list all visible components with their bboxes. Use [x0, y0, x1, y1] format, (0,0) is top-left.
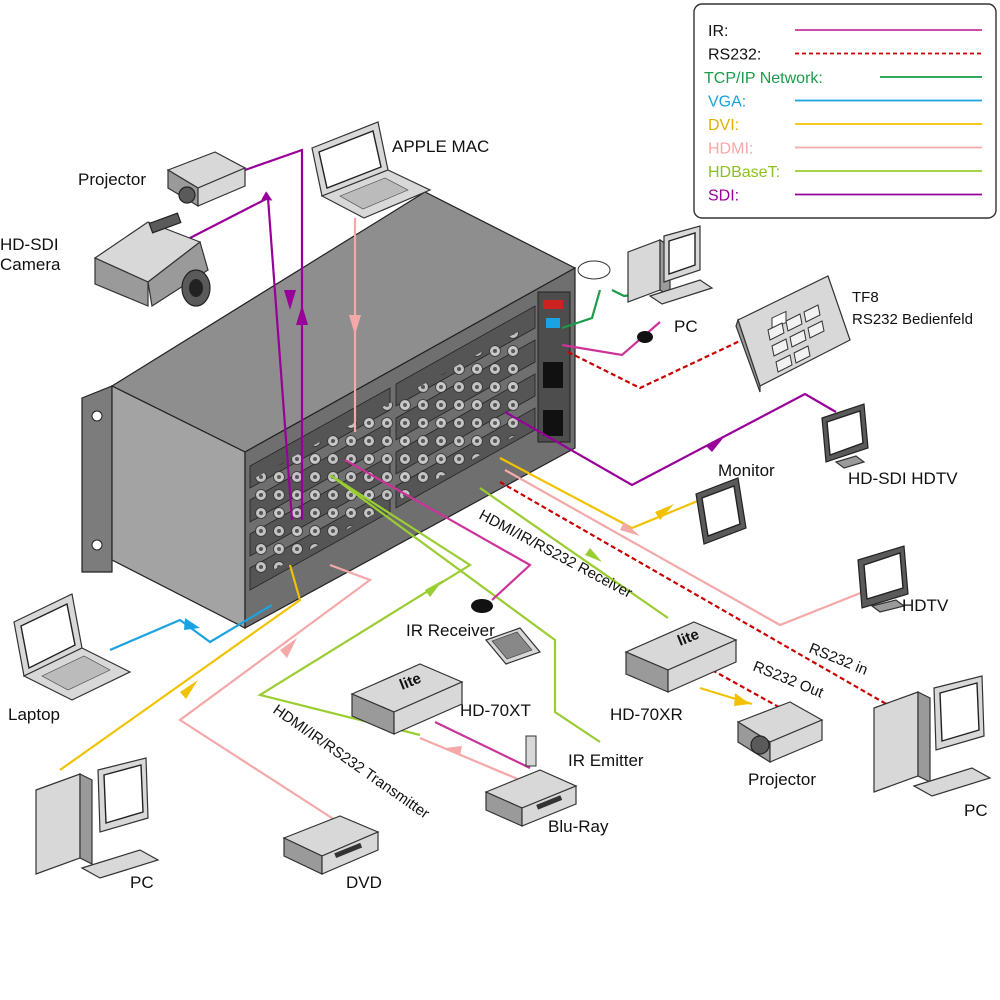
label-hd70xr: HD-70XR: [610, 705, 683, 724]
label-pc-right: PC: [964, 801, 988, 820]
ir-receiver-device: [471, 599, 493, 613]
cables: [59, 148, 889, 821]
label-laptop: Laptop: [8, 705, 60, 724]
legend-label-2: TCP/IP Network:: [704, 70, 823, 87]
label-hd-sdi-hdtv: HD-SDI HDTV: [848, 469, 958, 488]
label-hd70xt: HD-70XT: [460, 701, 531, 720]
matrix-switcher: [81, 191, 577, 630]
dvd-player: [282, 815, 380, 875]
tf8-panel: [735, 275, 851, 393]
label-ir-receiver: IR Receiver: [406, 621, 495, 640]
label-pc-top: PC: [674, 317, 698, 336]
label-hd-sdi-camera-line2: Camera: [0, 255, 61, 274]
ir-emitter-device: [525, 735, 537, 767]
label-tf8: TF8: [852, 289, 879, 306]
label-hd-sdi-camera-line1: HD-SDI: [0, 235, 59, 254]
label-hdtv: HDTV: [902, 596, 949, 615]
label-pc-bottom-left: PC: [130, 873, 154, 892]
hd-sdi-hdtv: [821, 403, 869, 469]
pc-right: [873, 675, 992, 797]
blu-ray-player: [484, 769, 578, 827]
label-tf8-panel: RS232 Bedienfeld: [852, 311, 973, 328]
legend-box: [693, 3, 997, 219]
remote-control: [484, 627, 542, 665]
projector-top: [166, 151, 247, 208]
legend-label-0: IR:: [708, 23, 728, 40]
hd70xr-brand: lite: [675, 626, 701, 650]
legend-label-7: SDI:: [708, 188, 739, 205]
legend-label-5: HDMI:: [708, 141, 753, 158]
hd70xt-transmitter: lite: [350, 663, 464, 735]
label-blu-ray: Blu-Ray: [548, 817, 609, 836]
pc-top: [577, 225, 714, 343]
legend-label-3: VGA:: [708, 94, 746, 111]
label-projector-bottom: Projector: [748, 770, 816, 789]
label-projector-top: Projector: [78, 170, 146, 189]
apple-mac-laptop: [311, 121, 432, 219]
label-monitor: Monitor: [718, 461, 775, 480]
legend-label-1: RS232:: [708, 47, 761, 64]
label-rs232-in: RS232 in: [807, 640, 871, 679]
laptop-device: [13, 593, 132, 701]
pc-bottom-left: [35, 757, 160, 879]
hdtv-device: [857, 545, 909, 613]
hd70xt-brand: lite: [397, 670, 423, 694]
label-rs232-out: RS232 Out: [751, 658, 827, 702]
hd-sdi-camera: [93, 212, 211, 307]
label-ir-emitter: IR Emitter: [568, 751, 644, 770]
monitor-device: [695, 477, 747, 545]
label-apple-mac: APPLE MAC: [392, 137, 489, 156]
legend-label-4: DVI:: [708, 117, 739, 134]
legend-label-6: HDBaseT:: [708, 164, 780, 181]
label-hdmi-receiver-cable: HDMI/IR/RS232 Receiver: [476, 507, 635, 602]
legend: IR: RS232: TCP/IP Network: VGA: DVI: HDMI: HDB…: [693, 3, 997, 219]
label-dvd: DVD: [346, 873, 382, 892]
hd70xr-receiver: lite: [624, 621, 738, 693]
projector-bottom: [736, 701, 824, 764]
